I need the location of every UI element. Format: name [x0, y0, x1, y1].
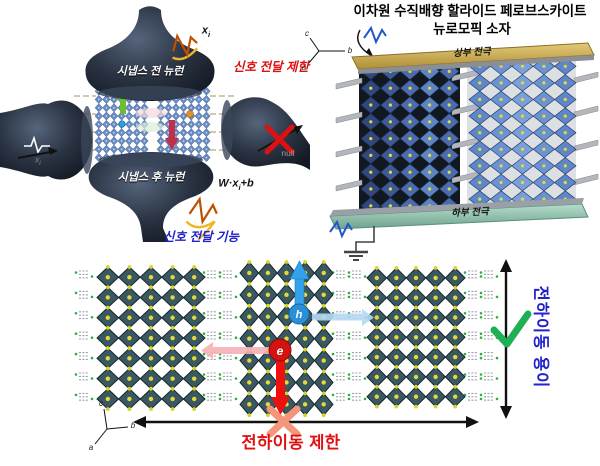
pre-neuron-label: 시냅스 전 뉴런 — [116, 65, 184, 78]
charge-transport-panel — [74, 259, 532, 445]
neuron-post-face — [99, 153, 203, 167]
neuron-right-face — [221, 100, 233, 160]
input-spike-icon — [357, 25, 387, 58]
organic-molecule-columns — [74, 270, 499, 401]
octahedra-slab-left — [96, 265, 206, 411]
spacer-plates — [335, 69, 599, 192]
lightblue-right-arrow — [312, 309, 374, 326]
ground-spike-icon — [329, 219, 353, 239]
neuron-right — [221, 97, 310, 170]
neuron-pre — [85, 6, 215, 101]
top-electrode-shadow — [358, 55, 594, 74]
perovskite-slab-right — [468, 57, 577, 208]
bottom-electrode-label: 하부 전극 — [450, 206, 490, 220]
hole-cloud — [135, 108, 167, 118]
device-axis-a: a — [301, 63, 307, 72]
check-icon — [490, 310, 532, 348]
hole-label: h — [296, 309, 303, 321]
neuron-left-face — [81, 106, 93, 174]
electron-label: e — [277, 344, 284, 358]
octahedra-slab-right — [366, 266, 466, 409]
neuron-post — [88, 152, 214, 242]
device-axis-c: c — [305, 29, 309, 38]
hole-circle — [288, 303, 310, 325]
input-axis-label: xi — [35, 155, 41, 167]
null-label: null — [281, 147, 295, 158]
spike-top-icon — [172, 33, 199, 61]
electron-circle — [268, 338, 292, 362]
octahedra-slab-middle — [239, 260, 334, 418]
charge-easy-label: 전하이동 용이 — [531, 285, 550, 389]
device-axis-b: b — [347, 46, 353, 55]
top-electrode-label: 상부 전극 — [452, 46, 492, 60]
ground-icon — [329, 219, 375, 261]
bottom-electrode-top — [330, 198, 584, 216]
electron-cloud — [136, 122, 164, 132]
neuron-left — [0, 100, 92, 180]
electron-down-arrow — [271, 360, 290, 415]
neuron-pre-face — [98, 86, 202, 100]
perovskite-slab-left — [360, 62, 460, 215]
input-signal — [17, 135, 58, 159]
crimson-down-arrow — [165, 120, 179, 150]
device-title-line2: 뉴로모픽 소자 — [433, 21, 511, 37]
charge-restricted-label: 전하이동 제한 — [241, 433, 341, 452]
blocked-output — [257, 124, 303, 155]
synapse-panel — [0, 6, 310, 242]
post-neuron-label: 시냅스 후 뉴런 — [117, 171, 185, 184]
crystal-axis-a: a — [88, 443, 94, 452]
device-title-line1: 이차원 수직배향 할라이드 페로브스카이트 — [353, 3, 587, 19]
ion-blue-dot — [118, 120, 126, 128]
ion-orange-dot — [186, 110, 194, 118]
signal-enabled-label: 신호 전달 기능 — [163, 229, 239, 244]
pink-left-arrow — [201, 342, 272, 359]
crystal-axis-c: c — [99, 399, 103, 408]
crystal-axis-icon — [94, 408, 129, 445]
input-var-label: xi — [201, 24, 211, 39]
device-axis-icon — [307, 37, 345, 65]
weight-eq-label: W·xi+b — [218, 177, 254, 192]
crystal-axis-b: b — [130, 421, 136, 430]
device-panel — [307, 25, 599, 261]
spike-bottom-icon — [185, 196, 218, 241]
signal-restricted-label: 신호 전달 제한 — [233, 59, 309, 74]
blocked-cross-icon — [266, 405, 301, 438]
horizontal-extent-arrow — [133, 416, 479, 428]
